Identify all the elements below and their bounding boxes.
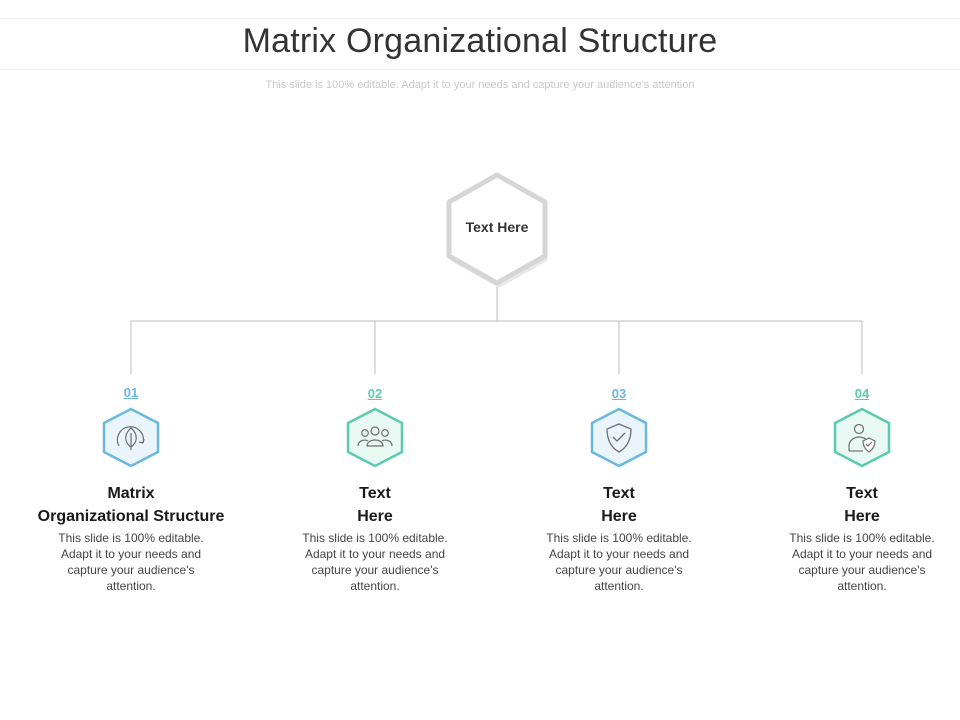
connectors (130, 282, 863, 374)
node-title-4: Text Here (742, 482, 960, 528)
user-shield-icon (848, 423, 876, 453)
page-subtitle: This slide is 100% editable. Adapt it to… (265, 79, 695, 91)
node-description-4: This slide is 100% editable. Adapt it to… (789, 531, 935, 593)
node-title-line: Here (601, 508, 637, 525)
node-title-1: Matrix Organizational Structure (11, 482, 251, 528)
root-label: Text Here (465, 219, 529, 235)
root-hexagon (446, 172, 548, 288)
leaf-cycle-icon (116, 426, 145, 450)
node-number-2: 02 (367, 386, 383, 401)
node-hexagon-3 (590, 407, 648, 468)
node-number-3: 03 (611, 386, 627, 401)
page-title: Matrix Organizational Structure (242, 22, 718, 60)
node-hexagon-2 (346, 407, 404, 468)
title-band (0, 18, 960, 70)
node-title-2: Text Here (255, 482, 495, 528)
shield-check-icon (606, 423, 632, 453)
node-title-line: Organizational Structure (37, 508, 225, 525)
node-title-line: Here (844, 508, 880, 525)
node-title-line: Here (357, 508, 393, 525)
node-number-1: 01 (123, 385, 139, 400)
node-title-line: Text (359, 485, 391, 502)
node-title-line: Matrix (107, 485, 155, 502)
node-title-line: Text (603, 485, 635, 502)
node-description-3: This slide is 100% editable. Adapt it to… (546, 531, 692, 593)
node-number-4: 04 (854, 386, 870, 401)
node-title-line: Text (846, 485, 878, 502)
node-description-2: This slide is 100% editable. Adapt it to… (302, 531, 448, 593)
team-icon (357, 426, 393, 447)
node-title-3: Text Here (499, 482, 739, 528)
node-description-1: This slide is 100% editable. Adapt it to… (58, 531, 204, 593)
